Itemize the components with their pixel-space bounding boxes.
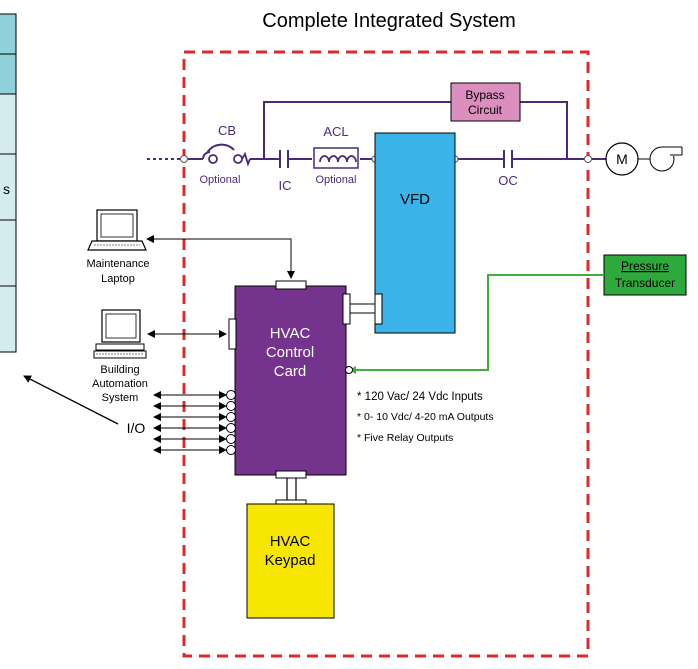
io-terminals <box>153 390 236 455</box>
output-contactor <box>503 150 513 168</box>
fan-icon <box>638 146 683 172</box>
bas-label-line1: Building <box>100 364 139 376</box>
motor-label: M <box>616 151 628 167</box>
control-card-line3: Card <box>274 363 307 380</box>
left-panel: s <box>0 13 17 353</box>
bottom-connector <box>275 470 307 479</box>
keypad-line1: HVAC <box>270 533 311 550</box>
feature-note: * 0- 10 Vdc/ 4-20 mA Outputs <box>357 411 494 423</box>
laptop-link <box>146 235 295 279</box>
bypass-label-line1: Bypass <box>465 88 504 102</box>
feature-note: * 120 Vac/ 24 Vdc Inputs <box>357 391 483 403</box>
vfd-connector <box>374 293 383 325</box>
acl-optional-label: Optional <box>316 174 357 186</box>
ic-label: IC <box>279 178 292 193</box>
io-label: I/O <box>127 420 146 436</box>
laptop-label-line1: Maintenance <box>87 258 150 270</box>
enclosure-border <box>182 50 590 658</box>
acl-label: ACL <box>323 124 348 139</box>
bas-label-line3: System <box>102 392 139 404</box>
cb-optional-label: Optional <box>200 174 241 186</box>
diagram-title: Complete Integrated System <box>262 10 515 32</box>
power-line <box>147 101 606 163</box>
pressure-label-line2: Transducer <box>615 276 675 290</box>
bypass-circuit-box <box>450 82 521 122</box>
circuit-breaker <box>202 143 251 167</box>
vfd-label: VFD <box>400 191 430 208</box>
card-vfd-link <box>349 303 376 314</box>
left-connector <box>228 318 237 350</box>
bas-label-line2: Automation <box>92 378 148 390</box>
left-panel-fragment: s <box>3 181 10 197</box>
pressure-label-line1: Pressure <box>621 259 669 273</box>
pressure-signal-line <box>356 274 604 371</box>
control-card-line2: Control <box>266 344 314 361</box>
laptop-icon <box>87 209 147 251</box>
control-card-line1: HVAC <box>270 325 311 342</box>
left-panel-arrow <box>23 375 119 425</box>
hvac-control-card <box>234 285 347 476</box>
input-contactor <box>279 150 289 168</box>
card-right-connector <box>342 293 351 325</box>
analog-input-port <box>345 366 353 374</box>
acl-reactor <box>313 147 359 169</box>
laptop-label-line2: Laptop <box>101 273 135 285</box>
cb-label: CB <box>218 123 236 138</box>
pressure-transducer-box <box>603 254 687 296</box>
keypad-line2: Keypad <box>265 552 316 569</box>
oc-label: OC <box>498 173 518 188</box>
vfd-box <box>374 132 456 334</box>
top-connector <box>275 280 307 290</box>
bypass-label-line2: Circuit <box>468 103 503 117</box>
feature-note: * Five Relay Outputs <box>357 432 453 444</box>
computer-icon <box>93 309 147 359</box>
hvac-keypad <box>246 503 335 619</box>
